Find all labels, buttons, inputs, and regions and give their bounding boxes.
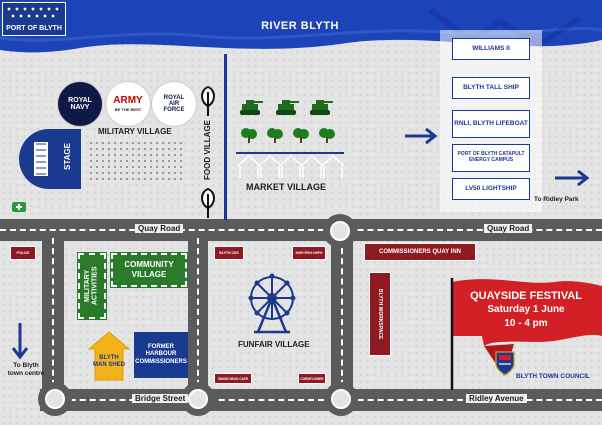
- bridge-street-label: Bridge Street: [132, 394, 189, 403]
- roundabout-bridge-mid: [181, 382, 215, 416]
- tree-icon: [319, 128, 335, 143]
- to-town-centre-label: To Blyth town centre: [7, 362, 45, 378]
- blyth-workspace: BLYTH WORKSPACE: [369, 272, 391, 356]
- first-aid-icon: [12, 202, 26, 212]
- tank-icon: [276, 100, 299, 115]
- arrow-right-icon: [555, 170, 590, 186]
- man-shed-label: BLYTH MAN SHED: [93, 355, 126, 369]
- raf-badge: ROYAL AIR FORCE: [152, 82, 196, 126]
- market-stall-icon: [236, 152, 344, 178]
- roundabout-quay: [323, 214, 357, 248]
- police-building: POLICE: [10, 246, 36, 260]
- funfair-village-label: FUNFAIR VILLAGE: [238, 340, 310, 349]
- tree-icon: [267, 128, 283, 143]
- council-crest-icon: [495, 351, 515, 376]
- raf-text: ROYAL AIR FORCE: [163, 95, 185, 113]
- former-harbour-commissioners: FORMER HARBOUR COMMISSIONERS: [134, 332, 188, 378]
- ferris-wheel-icon: [248, 273, 296, 334]
- military-activities: MILITARY ACTIVITIES: [78, 253, 106, 319]
- bridge-street-markings: [40, 399, 602, 401]
- food-village-line: [224, 54, 227, 220]
- port-of-blyth-logo: PORT OF BLYTH: [2, 2, 66, 36]
- river-label: RIVER BLYTH: [261, 20, 339, 32]
- quay-sign-williams: WILLIAMS II: [452, 38, 530, 60]
- dish-icon: [201, 188, 215, 218]
- quay-sign-rnli: RNLI, BLYTH LIFEBOAT: [452, 110, 530, 138]
- tree-icon: [293, 128, 309, 143]
- high-fish-building: HIGH FISH CHIPS: [292, 246, 326, 260]
- stage: [19, 129, 81, 189]
- arrow-right-icon: [405, 128, 438, 144]
- tree-icon: [241, 128, 257, 143]
- food-village-label: FOOD VILLAGE: [203, 120, 212, 180]
- quay-road-label-right: Quay Road: [484, 224, 533, 233]
- market-village-label: MARKET VILLAGE: [246, 182, 326, 192]
- quay-sign-lightship: LV50 LIGHTSHIP: [452, 178, 530, 200]
- blyth-workspace-label: BLYTH WORKSPACE: [377, 288, 383, 340]
- logo-text: PORT OF BLYTH: [6, 25, 62, 32]
- military-activities-label: MILITARY ACTIVITIES: [84, 266, 99, 306]
- festival-title: QUAYSIDE FESTIVAL: [470, 290, 582, 302]
- right-street-markings: [341, 238, 343, 396]
- quay-sign-tall-ship: BLYTH TALL SHIP: [452, 77, 530, 99]
- festival-date: Saturday 1 June: [487, 304, 565, 315]
- quay-road-markings: [0, 229, 602, 231]
- community-village: COMMUNITY VILLAGE: [111, 253, 187, 287]
- ridley-avenue-label: Ridley Avenue: [466, 394, 527, 403]
- royal-navy-badge: ROYAL NAVY: [58, 82, 102, 126]
- arrow-down-icon: [12, 323, 28, 360]
- to-ridley-park-label: To Ridley Park: [534, 196, 579, 203]
- army-text: ARMY: [113, 95, 143, 106]
- roundabout-bridge-right: [324, 382, 358, 416]
- quay-road-label-left: Quay Road: [135, 224, 184, 233]
- blyth-ces-building: BLYTH CES: [214, 246, 244, 260]
- roundabout-bridge-left: [38, 382, 72, 416]
- army-subtext: BE THE BEST: [114, 107, 142, 112]
- quay-sign-catapult: PORT OF BLYTH CATAPULT ENERGY CAMPUS: [452, 144, 530, 172]
- cornflower-building: CORNFLOWER: [298, 373, 326, 384]
- royal-navy-text: ROYAL NAVY: [68, 97, 92, 111]
- tank-icon: [310, 100, 333, 115]
- man-shed-building: [88, 331, 130, 381]
- festival-time: 10 - 4 pm: [504, 318, 548, 329]
- middle-street-markings: [197, 238, 199, 396]
- council-label: BLYTH TOWN COUNCIL: [516, 373, 591, 380]
- tank-icon: [240, 100, 263, 115]
- left-street-markings: [52, 238, 54, 396]
- military-village-label: MILITARY VILLAGE: [98, 127, 172, 136]
- stage-audience-area: [88, 140, 184, 184]
- commissioners-quay-inn: COMMISSIONERS QUAY INN: [364, 243, 476, 261]
- dish-icon: [201, 86, 215, 116]
- simon-head-cafe: SIMON HEAD CAFE: [214, 373, 252, 384]
- stage-label: STAGE: [63, 143, 72, 170]
